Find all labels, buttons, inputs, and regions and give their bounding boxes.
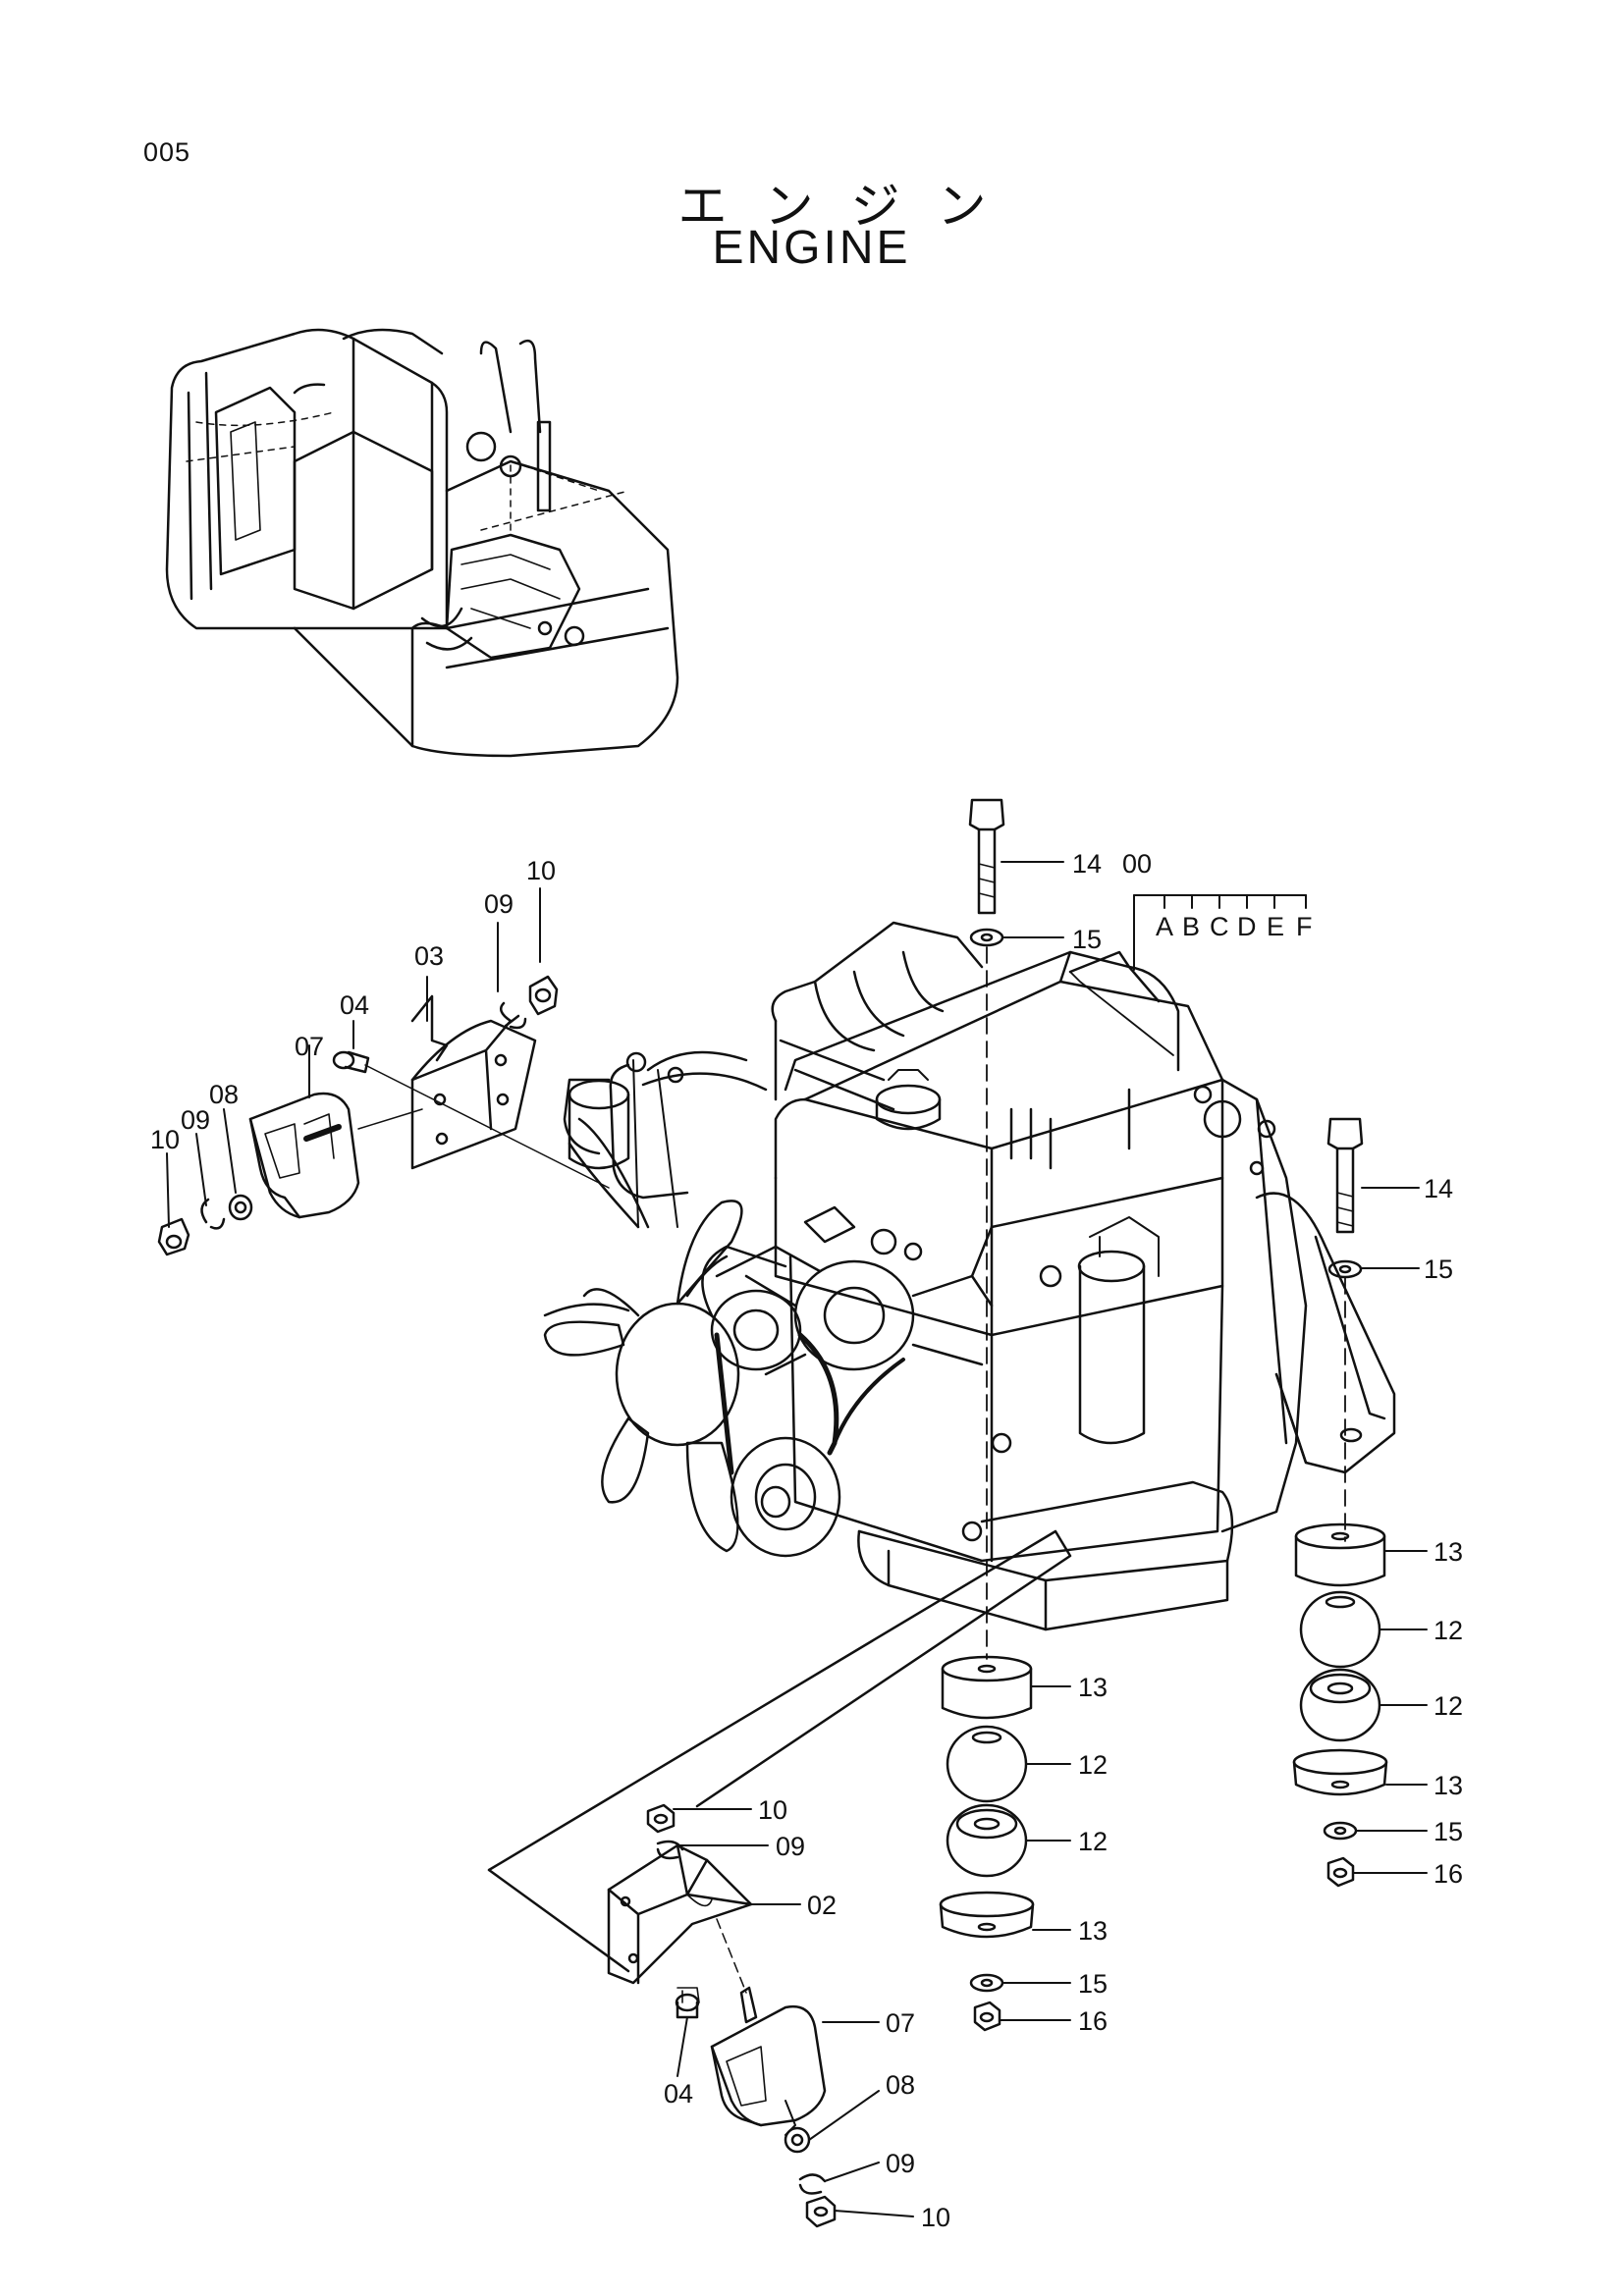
variant-label: B [1182,912,1200,941]
callout-leaders [166,861,1428,2217]
variant-label: A [1156,912,1173,941]
callout-10: 10 [758,1795,787,1825]
callout-07: 07 [295,1032,324,1061]
variant-label: D [1237,912,1257,941]
callout-14: 14 [1424,1174,1453,1203]
callout-15: 15 [1072,925,1102,954]
callout-13: 13 [1078,1673,1108,1702]
variant-label: F [1296,912,1313,941]
variant-label: E [1267,912,1284,941]
callout-12: 12 [1078,1750,1108,1780]
callout-08: 08 [886,2070,915,2100]
callout-15: 15 [1434,1817,1463,1846]
center-bolt-and-washer [968,798,1005,1660]
callout-10: 10 [921,2203,950,2232]
center-rubber-mount-stack [939,1655,1035,2032]
callout-14: 14 [1072,849,1102,879]
assembly-callout-00: 00 [1122,849,1152,879]
callout-labels: 14 15 00 A B C D E F 14 15 03 09 10 04 0… [150,849,1463,2232]
callout-04: 04 [340,990,369,1020]
callout-13: 13 [1434,1537,1463,1567]
title-english: ENGINE [712,222,911,274]
callout-12: 12 [1434,1691,1463,1721]
callout-12: 12 [1434,1616,1463,1645]
callout-08: 08 [209,1080,239,1109]
callout-09: 09 [776,1832,805,1861]
variant-label: C [1210,912,1229,941]
callout-10: 10 [526,856,556,885]
callout-16: 16 [1434,1859,1463,1889]
callout-09: 09 [484,889,514,919]
callout-16: 16 [1078,2006,1108,2036]
callout-02: 02 [807,1891,837,1920]
callout-10: 10 [150,1125,180,1154]
callout-04: 04 [664,2079,693,2109]
right-bolt-and-washer [1326,1117,1364,1542]
front-left-mount-group [157,975,610,1256]
callout-03: 03 [414,941,444,971]
callout-13: 13 [1434,1771,1463,1800]
callout-09: 09 [886,2149,915,2178]
callout-15: 15 [1078,1969,1108,1999]
right-rubber-mount-stack [1292,1522,1388,1888]
rear-mounting-bracket [1255,1192,1396,1474]
callout-09: 09 [181,1105,210,1135]
callout-12: 12 [1078,1827,1108,1856]
engine-assembly [543,921,1308,1631]
machine-overview-illustration [165,328,679,758]
title-japanese: エンジン [677,178,1024,235]
page-number: 005 [143,137,191,167]
lower-bracket-mount-group [487,1529,1072,2228]
callout-15: 15 [1424,1255,1453,1284]
callout-07: 07 [886,2008,915,2038]
callout-13: 13 [1078,1916,1108,1946]
